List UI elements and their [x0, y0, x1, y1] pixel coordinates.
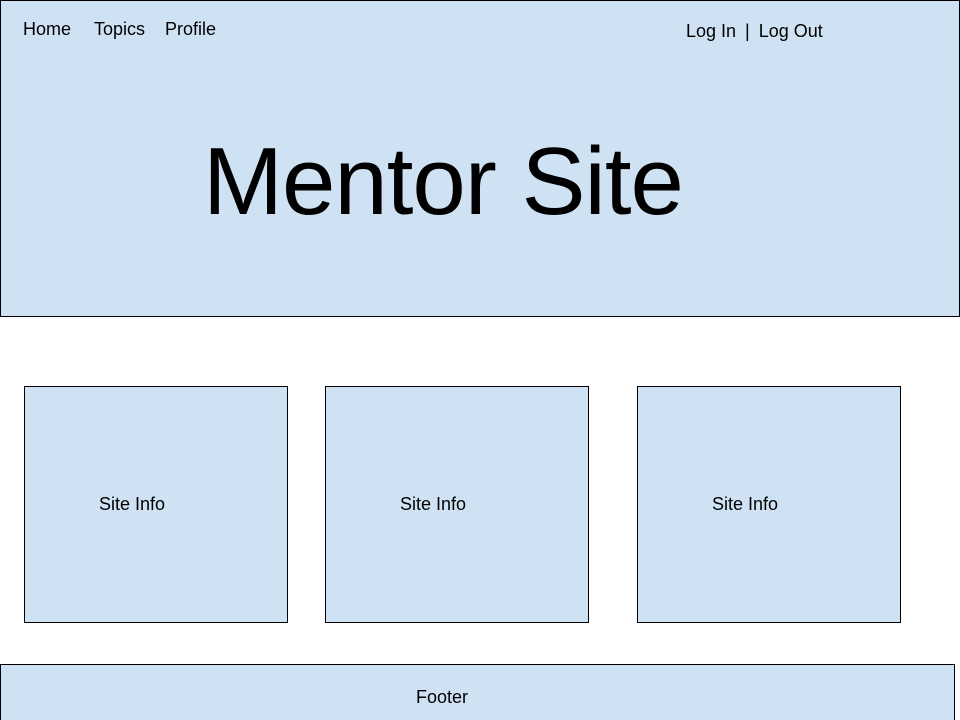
- site-info-card-2: Site Info: [325, 386, 589, 623]
- auth-separator: |: [745, 21, 750, 41]
- nav-home-link[interactable]: Home: [23, 19, 72, 39]
- login-link[interactable]: Log In: [686, 21, 737, 41]
- nav-topics-link[interactable]: Topics: [94, 19, 146, 39]
- footer-label: Footer: [416, 687, 469, 707]
- site-info-card-3: Site Info: [637, 386, 901, 623]
- top-nav-bar: Home Topics Profile Log In | Log Out: [0, 0, 960, 45]
- hero-banner: Mentor Site: [0, 44, 960, 317]
- site-info-label: Site Info: [400, 494, 467, 514]
- site-info-label: Site Info: [712, 494, 779, 514]
- site-info-label: Site Info: [99, 494, 166, 514]
- footer: Footer: [0, 664, 955, 720]
- site-title: Mentor Site: [203, 128, 684, 235]
- site-info-card-1: Site Info: [24, 386, 288, 623]
- nav-profile-link[interactable]: Profile: [165, 19, 217, 39]
- logout-link[interactable]: Log Out: [758, 21, 823, 41]
- auth-links: Log In | Log Out: [686, 20, 823, 42]
